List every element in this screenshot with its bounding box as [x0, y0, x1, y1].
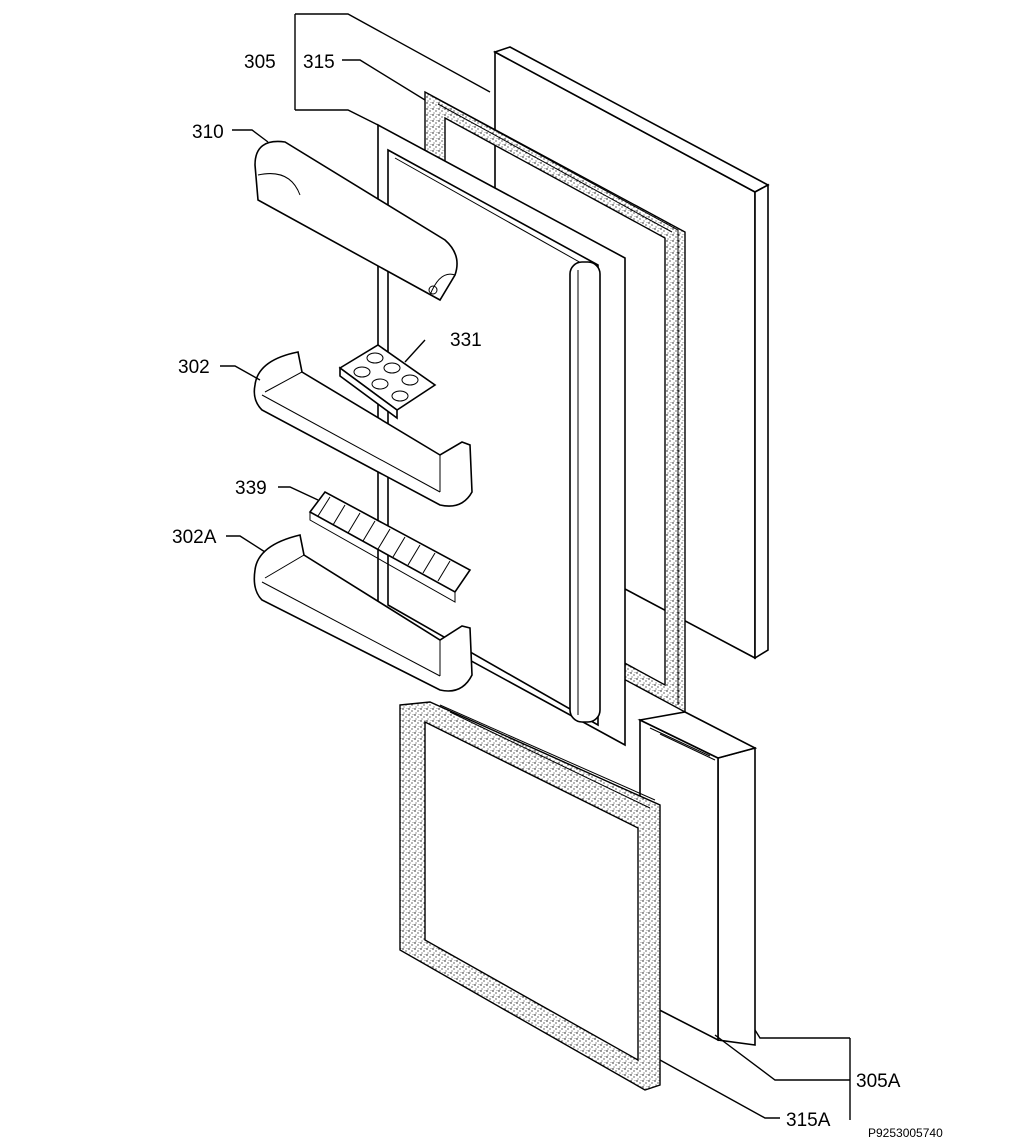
- leader-lines: [220, 13, 851, 1120]
- label-305: 305: [244, 52, 276, 73]
- door-shelf-302a: [253, 534, 473, 692]
- lower-gasket: [399, 701, 661, 1091]
- diagram-code: P9253005740: [868, 1126, 943, 1140]
- label-315: 315: [303, 52, 335, 73]
- label-305a: 305A: [856, 1071, 901, 1092]
- dairy-cover: [254, 140, 458, 302]
- door-shelf-302: [253, 351, 473, 507]
- label-315a: 315A: [786, 1110, 831, 1131]
- label-310: 310: [192, 122, 224, 143]
- egg-tray: [338, 344, 437, 420]
- label-302: 302: [178, 357, 210, 378]
- bottle-divider: [308, 490, 472, 603]
- label-339: 339: [235, 478, 267, 499]
- label-302a: 302A: [172, 527, 217, 548]
- label-331: 331: [450, 330, 482, 351]
